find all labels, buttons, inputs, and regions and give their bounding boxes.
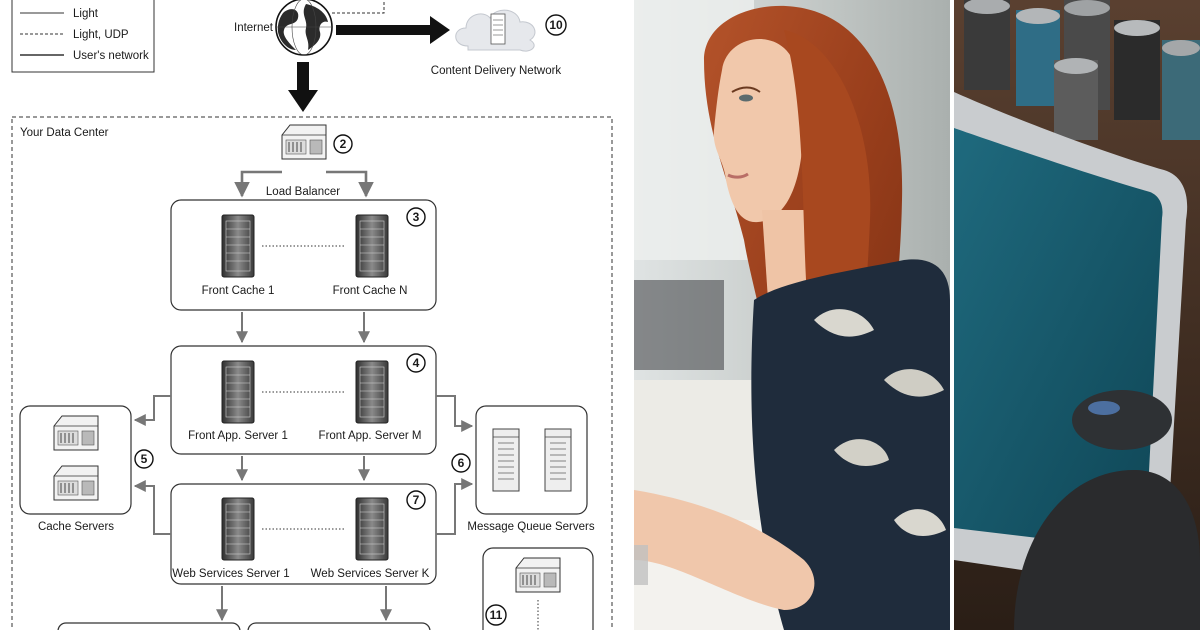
front-app-m-label: Front App. Server M — [319, 430, 422, 442]
front-cache-n-label: Front Cache N — [333, 285, 408, 297]
internet-label: Internet — [234, 22, 274, 34]
front-app-1-label: Front App. Server 1 — [188, 430, 288, 442]
marker-circle — [451, 453, 471, 473]
marker-circle — [134, 449, 154, 469]
bottom-right-server-icon — [515, 557, 561, 593]
architecture-diagram: Light Light, UDP User's network Internet — [11, 0, 613, 630]
ws-to-cache-arrow — [133, 480, 171, 535]
cache-server-1-icon — [53, 415, 99, 451]
data-center-label: Your Data Center — [20, 127, 109, 139]
photo-woman-illustration — [634, 0, 950, 630]
mq-server-1-icon — [492, 428, 520, 492]
message-queue-group: 6 Message Queue Servers — [451, 405, 595, 533]
marker-3: 3 — [413, 210, 420, 224]
marker-circle — [485, 604, 507, 626]
globe-icon — [275, 0, 333, 56]
photo-laptop-and-mouse — [954, 0, 1200, 630]
legend-box — [11, 0, 155, 73]
marker-circle — [406, 490, 426, 510]
marker-11: 11 — [490, 608, 503, 622]
cache-servers-group: 5 Cache Servers — [19, 405, 154, 533]
marker-circle — [333, 134, 353, 154]
internet-to-cdn-arrow — [336, 16, 450, 44]
marker-10: 10 — [549, 18, 563, 32]
cache-server-2-icon — [53, 465, 99, 501]
marker-circle — [406, 207, 426, 227]
internet-node: Internet — [234, 0, 385, 56]
diagram-canvas: Light Light, UDP User's network Internet — [11, 0, 613, 630]
front-cache-n-server-icon — [355, 214, 389, 278]
front-app-1-server-icon — [221, 360, 255, 424]
load-balancer-label: Load Balancer — [266, 186, 340, 198]
legend-item-users-network: User's network — [73, 50, 149, 62]
web-services-k-label: Web Services Server K — [311, 568, 430, 580]
legend: Light Light, UDP User's network — [11, 0, 155, 73]
legend-item-light: Light — [73, 8, 99, 20]
front-cache-1-server-icon — [221, 214, 255, 278]
web-services-k-server-icon — [355, 497, 389, 561]
marker-6: 6 — [458, 456, 465, 470]
photo-woman-at-computer — [634, 0, 950, 630]
load-balancer-server-icon — [281, 124, 327, 160]
load-balancer-node: 2 Load Balancer — [266, 124, 353, 198]
photo-laptop-illustration — [954, 0, 1200, 630]
ws-to-mq-arrow — [436, 478, 474, 535]
web-services-1-label: Web Services Server 1 — [172, 568, 289, 580]
internet-to-datacenter-arrow — [288, 62, 318, 112]
front-app-m-server-icon — [355, 360, 389, 424]
cache-servers-label: Cache Servers — [38, 521, 114, 533]
marker-5: 5 — [141, 452, 148, 466]
marker-circle — [406, 353, 426, 373]
app-to-mq-arrow — [436, 395, 474, 432]
marker-2: 2 — [340, 137, 347, 151]
bottom-right-group: 11 — [482, 547, 594, 630]
web-services-1-server-icon — [221, 497, 255, 561]
app-to-cache-arrow — [133, 395, 171, 426]
cdn-node: 10 Content Delivery Network — [431, 9, 567, 77]
mq-server-2-icon — [544, 428, 572, 492]
cache-servers-box — [19, 405, 132, 515]
web-services-group: 7 Web Services Server 1 Web Services Ser… — [170, 483, 437, 585]
lb-to-cache-1-arrow — [234, 170, 282, 198]
legend-item-light-udp: Light, UDP — [73, 29, 129, 41]
cloud-icon — [455, 9, 536, 52]
marker-circle — [545, 14, 567, 36]
bottom-middle-box — [247, 622, 431, 630]
udp-connection-line — [332, 0, 385, 14]
cans-group — [964, 0, 1200, 140]
cdn-label: Content Delivery Network — [431, 65, 562, 77]
marker-7: 7 — [413, 493, 420, 507]
lb-to-cache-n-arrow — [326, 170, 374, 198]
front-app-group: 4 Front App. Server 1 Front App. Server … — [170, 345, 437, 455]
message-queue-label: Message Queue Servers — [467, 521, 594, 533]
marker-4: 4 — [413, 356, 420, 370]
data-center-boundary — [11, 116, 613, 630]
front-cache-group: 3 Front Cache 1 Front Cache N — [170, 199, 437, 311]
mouse-icon — [1072, 390, 1172, 450]
bottom-left-box — [57, 622, 241, 630]
front-cache-1-label: Front Cache 1 — [202, 285, 275, 297]
